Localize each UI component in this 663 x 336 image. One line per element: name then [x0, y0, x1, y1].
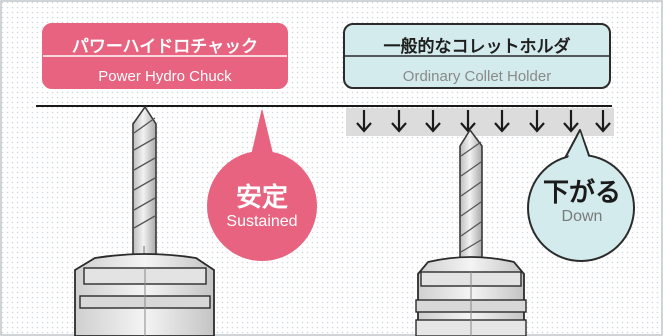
- arrow: [391, 110, 407, 133]
- arrow: [563, 110, 579, 133]
- right-label: 一般的なコレットホルダ Ordinary Collet Holder: [344, 24, 610, 88]
- down-bubble-text: 下がる Down: [520, 178, 644, 226]
- right-drill: [459, 128, 483, 263]
- left-label-en: Power Hydro Chuck: [98, 68, 232, 85]
- right-label-jp: 一般的なコレットホルダ: [383, 37, 571, 57]
- left-drill: [132, 105, 157, 259]
- down-arrows: [356, 110, 611, 133]
- stable-bubble-text: 安定 Sustained: [200, 183, 324, 231]
- left-label: パワーハイドロチャック Power Hydro Chuck: [43, 24, 287, 88]
- left-holder: [74, 253, 215, 336]
- right-label-en: Ordinary Collet Holder: [402, 68, 552, 85]
- down-jp: 下がる: [542, 178, 621, 208]
- arrow: [529, 110, 545, 133]
- stable-en: Sustained: [226, 213, 298, 230]
- stable-bubble: [207, 151, 317, 261]
- arrow-band: [346, 108, 614, 136]
- down-en: Down: [561, 208, 603, 225]
- arrow: [460, 110, 476, 133]
- arrow: [356, 110, 372, 133]
- stable-jp: 安定: [235, 183, 288, 213]
- right-holder: [415, 256, 527, 336]
- left-label-jp: パワーハイドロチャック: [71, 37, 259, 57]
- arrow: [494, 110, 510, 133]
- arrow: [425, 110, 441, 133]
- arrow: [595, 110, 611, 133]
